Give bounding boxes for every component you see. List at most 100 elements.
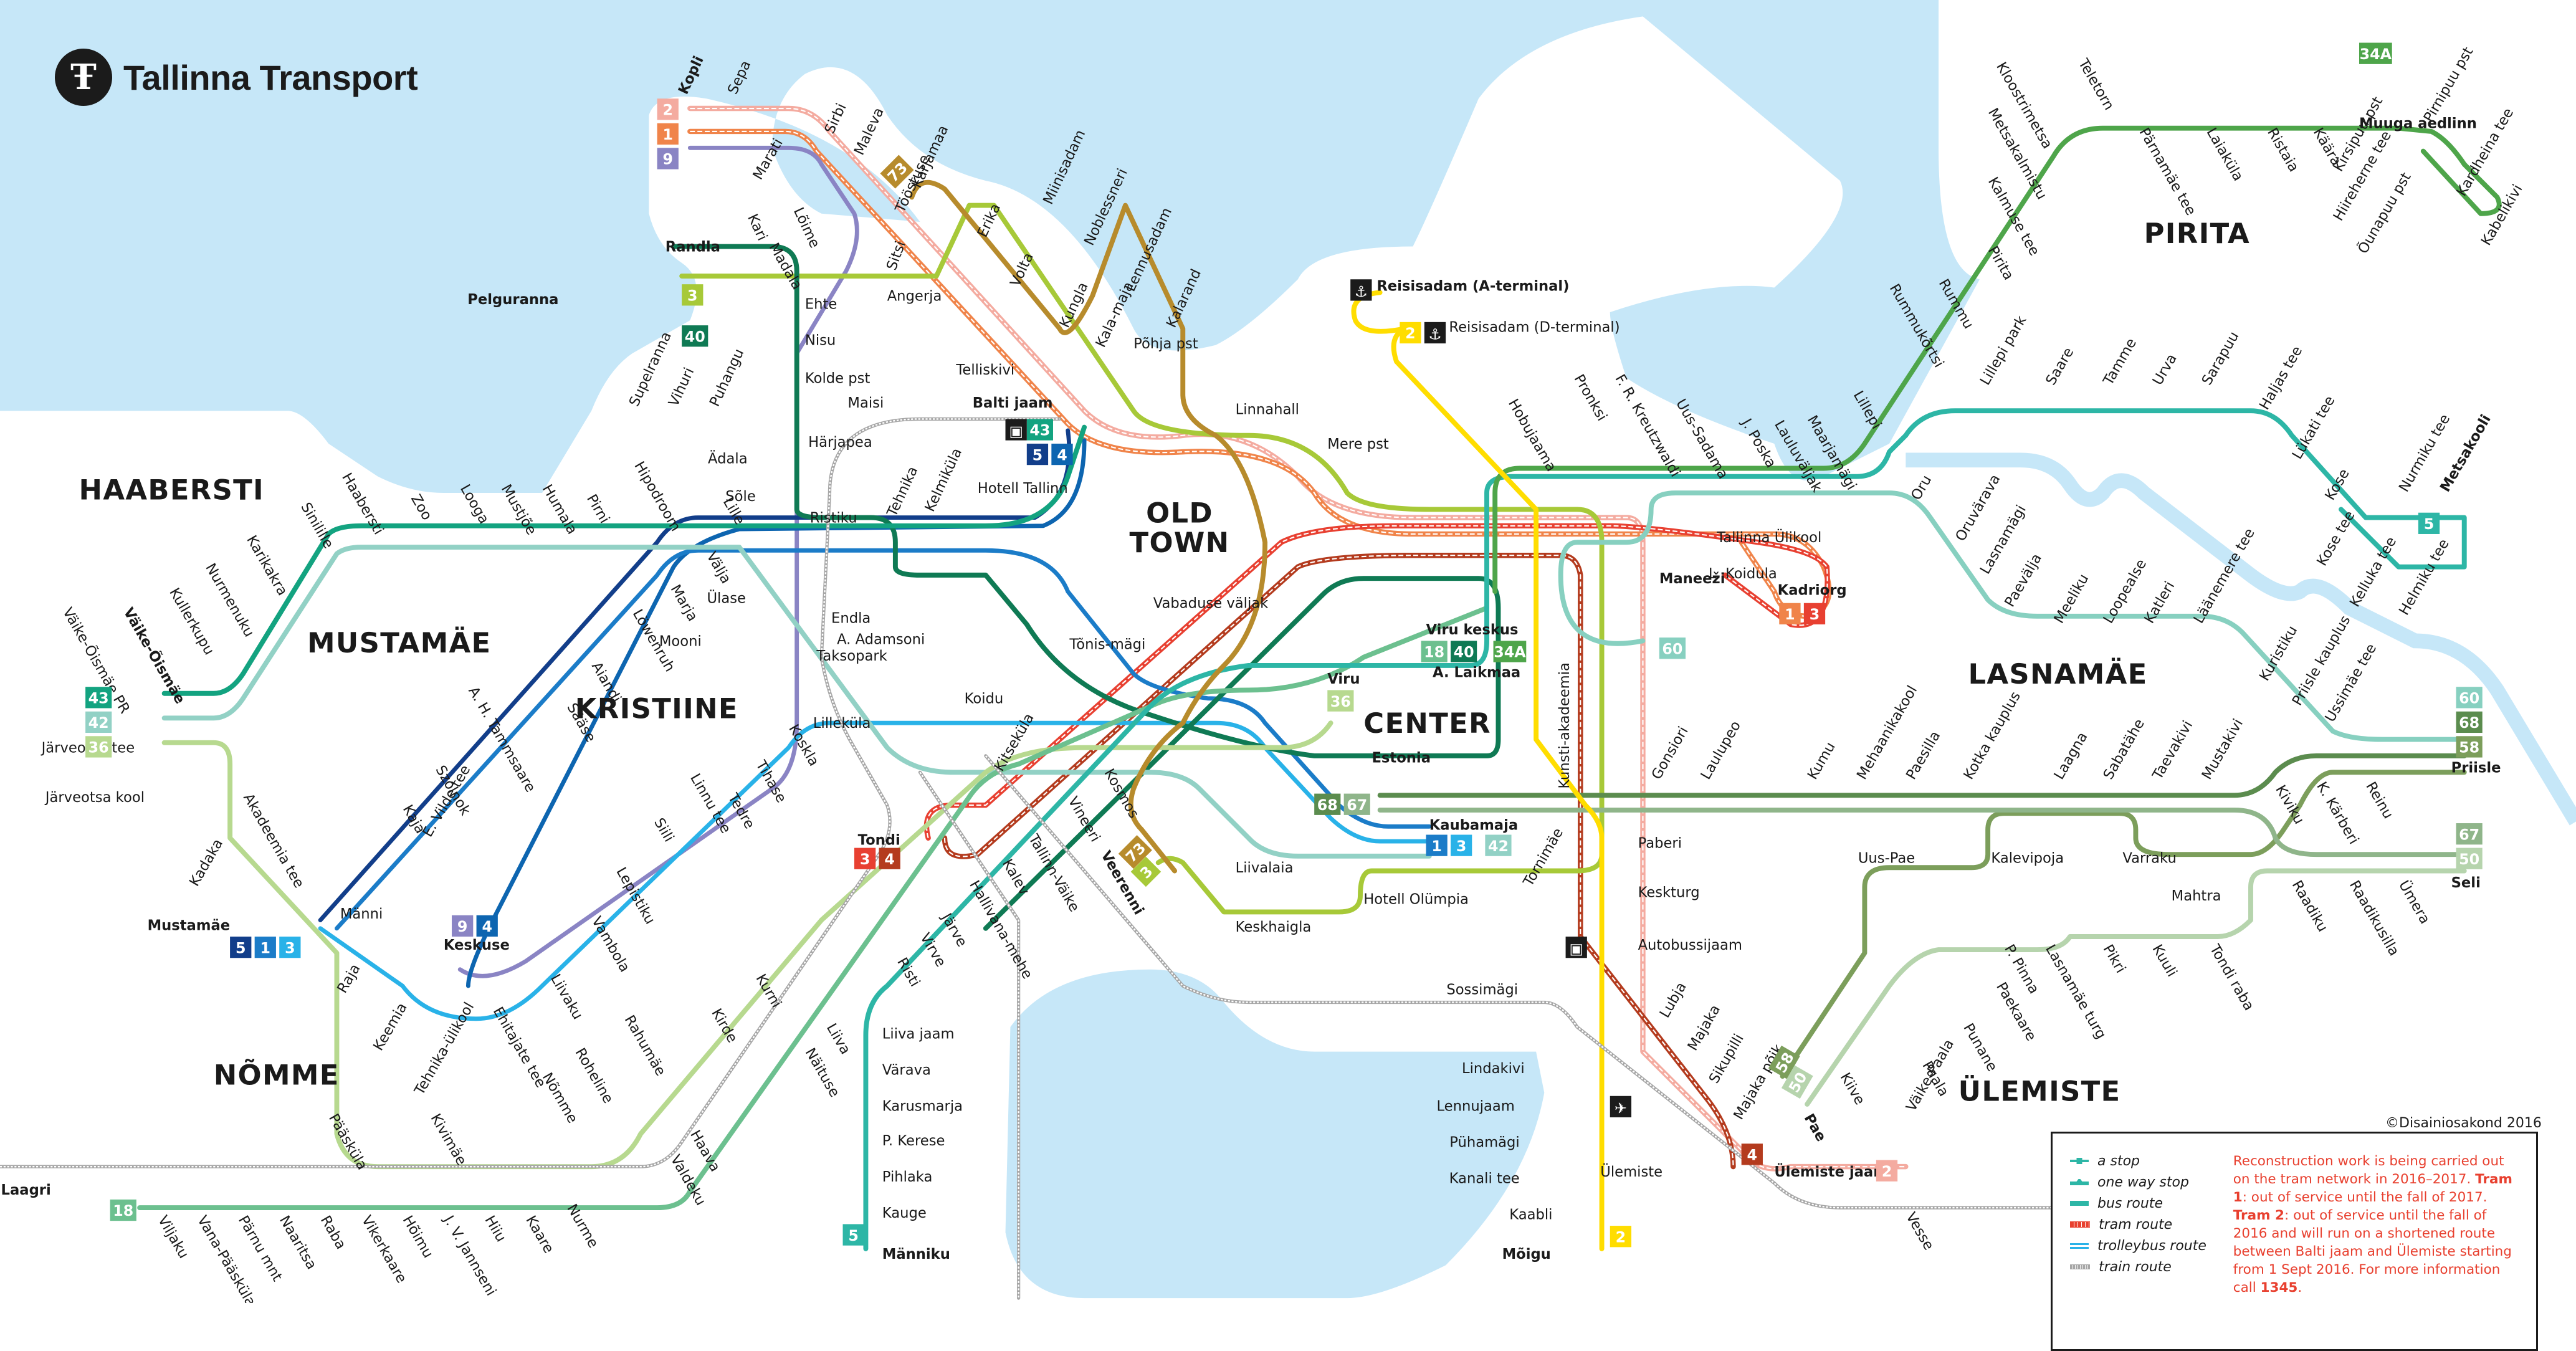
stop-label-tehnika[interactable]: Tehnika xyxy=(884,464,921,520)
stop-label-mooni[interactable]: Mooni xyxy=(659,633,702,649)
route-bus-36[interactable] xyxy=(161,720,1333,1170)
line-badge-bus-43[interactable]: 43 xyxy=(1026,419,1053,441)
route-line[interactable] xyxy=(1558,490,2467,742)
stop-label-adala[interactable]: Ädala xyxy=(708,450,748,467)
stop-label-naaritsa[interactable]: Naaritsa xyxy=(276,1213,320,1272)
stop-label-vambola[interactable]: Vambola xyxy=(588,914,633,975)
stop-label-mere-pst[interactable]: Mere pst xyxy=(1327,436,1389,452)
route-line[interactable] xyxy=(161,545,1432,859)
route-bus-42[interactable] xyxy=(161,545,1432,859)
line-badge-bus-58[interactable]: 58 xyxy=(2456,736,2483,758)
stop-label-tallinna-ulikool[interactable]: Tallinna Ülikool xyxy=(1716,528,1821,546)
stop-label-keskhaigla[interactable]: Keskhaigla xyxy=(1236,919,1312,935)
route-line[interactable] xyxy=(679,203,1605,915)
stop-label-tamme[interactable]: Tamme xyxy=(2100,336,2140,389)
line-badge-trolley-3[interactable]: 3 xyxy=(1451,834,1472,856)
stop-label-moigu[interactable]: Mõigu xyxy=(1502,1246,1551,1263)
stop-label-karikakra[interactable]: Karikakra xyxy=(243,533,290,599)
stop-label-laulupeo[interactable]: Laulupeo xyxy=(1698,718,1744,783)
line-badge-bus-43[interactable]: 43 xyxy=(85,687,112,709)
stop-label-maneezi[interactable]: Maneeži xyxy=(1659,571,1725,587)
stop-label-kalevipoja[interactable]: Kalevipoja xyxy=(1991,850,2064,866)
stop-label-k-karberi[interactable]: K. Kärberi xyxy=(2313,779,2362,847)
stop-label-kanali-tee[interactable]: Kanali tee xyxy=(1449,1171,1520,1187)
line-badge-bus-18[interactable]: 18 xyxy=(110,1199,136,1221)
stop-label-kullerkupu[interactable]: Kullerkupu xyxy=(166,585,217,657)
route-bus-5[interactable] xyxy=(863,408,2467,1251)
stop-label-linnahall[interactable]: Linnahall xyxy=(1236,401,1299,418)
line-badge-bus-68[interactable]: 68 xyxy=(2456,711,2483,733)
stop-label-oruvarava[interactable]: Oruvärava xyxy=(1952,472,2003,544)
stop-label-vaike-oismae[interactable]: Väike-Õismäe xyxy=(120,604,189,707)
route-line[interactable] xyxy=(1377,753,2467,798)
stop-label-marja[interactable]: Marja xyxy=(667,582,700,624)
route-line[interactable] xyxy=(1805,868,2467,1107)
stop-label-hobujaama[interactable]: Hobujaama xyxy=(1505,396,1559,474)
stop-label-priisle[interactable]: Priisle xyxy=(2451,760,2501,776)
route-line[interactable] xyxy=(318,720,1432,1021)
stop-label-jarveotsa-kool[interactable]: Järveotsa kool xyxy=(44,790,145,806)
stop-label-kauge[interactable]: Kauge xyxy=(882,1205,927,1221)
line-badge-bus-60[interactable]: 60 xyxy=(2456,687,2483,709)
stop-label-karusmarja[interactable]: Karusmarja xyxy=(882,1098,963,1114)
stop-label-liivalaia[interactable]: Liivalaia xyxy=(1236,860,1294,876)
line-badge-bus-58[interactable]: 58 xyxy=(1768,1045,1800,1079)
stop-label-pirnipuu-pst[interactable]: Pirnipuu pst xyxy=(2421,44,2477,125)
line-badge-tram-2[interactable]: 2 xyxy=(1876,1160,1898,1182)
route-bus-67[interactable] xyxy=(1377,807,2467,857)
stop-label-ulemiste-jaam[interactable]: Ülemiste jaam xyxy=(1774,1163,1887,1180)
route-line[interactable] xyxy=(909,179,1268,874)
line-badge-bus-36[interactable]: 36 xyxy=(85,736,112,758)
stop-label-valja[interactable]: Välja xyxy=(703,549,734,586)
stop-label-umera[interactable]: Ümera xyxy=(2395,877,2434,927)
stop-label-endla[interactable]: Endla xyxy=(831,610,871,626)
line-badge-bus-2[interactable]: 2 xyxy=(1400,322,1421,344)
line-badge-bus-40[interactable]: 40 xyxy=(682,325,708,347)
stop-label-harjapea[interactable]: Härjapea xyxy=(808,434,872,451)
stop-label-laiakula[interactable]: Laiaküla xyxy=(2203,125,2246,184)
stop-label-majaka[interactable]: Majaka xyxy=(1685,1002,1724,1053)
stop-label-punane[interactable]: Punane xyxy=(1960,1021,2000,1074)
line-badge-tram-4[interactable]: 4 xyxy=(1741,1143,1763,1165)
line-badge-bus-34A[interactable]: 34A xyxy=(1493,641,1527,662)
line-badge-bus-42[interactable]: 42 xyxy=(1485,834,1512,856)
route-line[interactable] xyxy=(137,605,1489,1211)
line-badge-trolley-9[interactable]: 9 xyxy=(657,148,679,169)
stop-label-kirde[interactable]: Kirde xyxy=(708,1006,740,1046)
stop-label-lindakivi[interactable]: Lindakivi xyxy=(1462,1061,1525,1077)
stop-label-sossimagi[interactable]: Sossimägi xyxy=(1446,981,1518,998)
route-bus-3[interactable] xyxy=(679,203,1605,915)
line-badge-bus-18[interactable]: 18 xyxy=(1421,641,1448,662)
stop-label-haljas-tee[interactable]: Haljas tee xyxy=(2256,343,2306,413)
stop-label-akadeemia-tee[interactable]: Akadeemia tee xyxy=(240,791,307,891)
stop-label-raadikusilla[interactable]: Raadikusilla xyxy=(2346,878,2402,959)
stop-label-teletorn[interactable]: Teletorn xyxy=(2074,55,2117,113)
line-badge-bus-67[interactable]: 67 xyxy=(1343,793,1370,815)
stop-label-katleri[interactable]: Katleri xyxy=(2141,579,2178,626)
stop-label-humala[interactable]: Humala xyxy=(539,482,580,537)
stop-label-angerja[interactable]: Angerja xyxy=(887,289,942,305)
stop-label-manniku[interactable]: Männiku xyxy=(882,1246,950,1263)
route-line[interactable] xyxy=(465,438,1087,988)
line-badge-bus-60[interactable]: 60 xyxy=(1659,637,1686,659)
line-badge-bus-50[interactable]: 50 xyxy=(2456,847,2483,869)
stop-label-kunsti-akadeemia[interactable]: Kunsti-akadeemia xyxy=(1557,662,1573,789)
line-badge-tram-3[interactable]: 3 xyxy=(854,847,876,869)
stop-label-kadaka[interactable]: Kadaka xyxy=(186,836,226,889)
stop-label-a-adamsoni[interactable]: A. Adamsoni xyxy=(837,632,925,648)
stop-label-lasnamae-turg[interactable]: Lasnamäe turg xyxy=(2042,942,2109,1041)
line-badge-bus-5[interactable]: 5 xyxy=(2418,512,2440,534)
stop-label-p-kerese[interactable]: P. Kerese xyxy=(882,1133,945,1149)
route-train[interactable] xyxy=(0,417,2121,1300)
route-bus-68[interactable] xyxy=(1377,753,2467,798)
stop-label-hoimu[interactable]: Hõimu xyxy=(399,1213,436,1261)
stop-label-kadriorg[interactable]: Kadriorg xyxy=(1778,583,1847,599)
route-line[interactable] xyxy=(1377,807,2467,857)
stop-label-pohja-pst[interactable]: Põhja pst xyxy=(1133,336,1198,352)
stop-label-liiva-jaam[interactable]: Liiva jaam xyxy=(882,1026,955,1042)
stop-label-paesilla[interactable]: Paesilla xyxy=(1903,728,1944,783)
stop-label-ehte[interactable]: Ehte xyxy=(805,297,837,313)
stop-label-autobussijaam[interactable]: Autobussijaam xyxy=(1638,937,1742,953)
stop-label-tornimae[interactable]: Tornimäe xyxy=(1520,825,1567,889)
stop-label-kivimae[interactable]: Kivimäe xyxy=(427,1111,470,1168)
